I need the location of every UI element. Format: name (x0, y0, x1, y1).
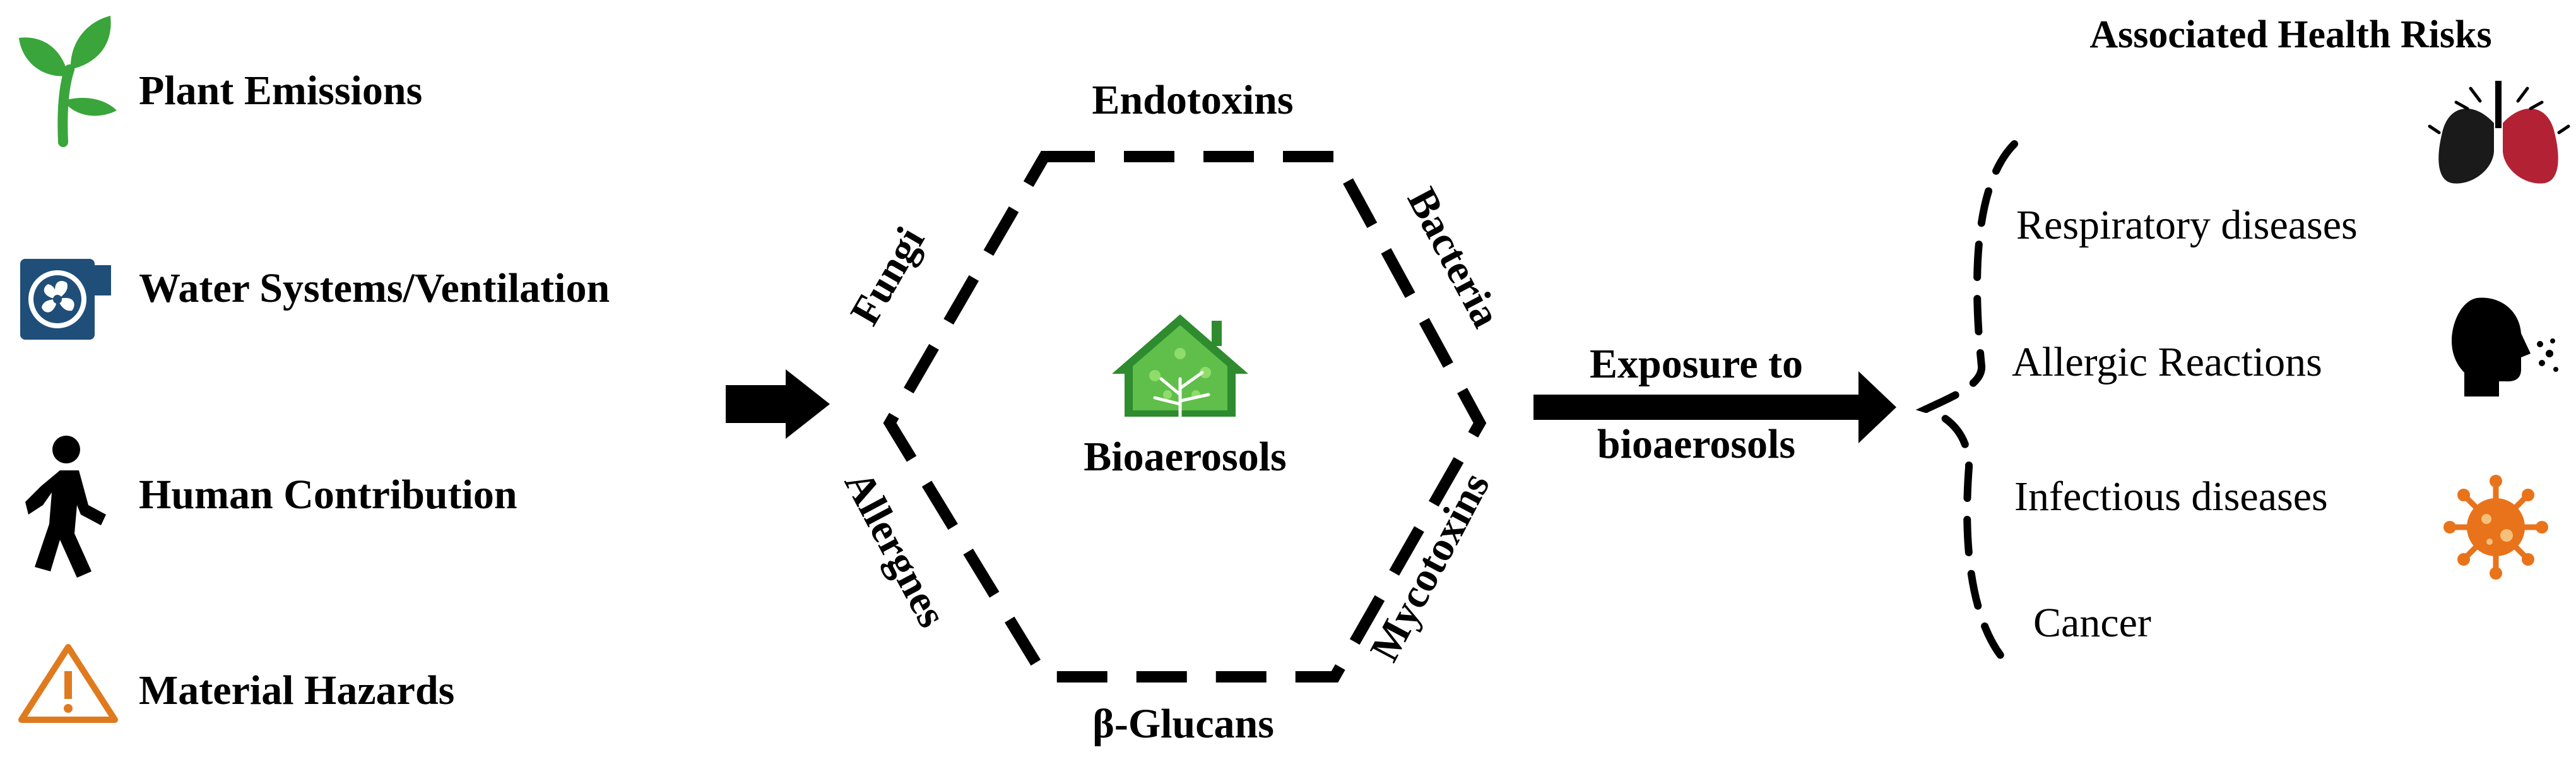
hexagon-center-label: Bioaerosols (1084, 434, 1286, 480)
hexagon-label-top-right: Bacteria (1398, 181, 1510, 335)
risk-label-cancer: Cancer (2033, 600, 2151, 646)
exposure-label-line2: bioaerosols (1597, 421, 1795, 467)
sprout-icon (19, 16, 117, 147)
source-label-human: Human Contribution (139, 472, 517, 518)
source-label-water: Water Systems/Ventilation (139, 265, 610, 311)
risks-title: Associated Health Risks (2089, 13, 2491, 56)
source-label-material: Material Hazards (139, 667, 454, 713)
hexagon-label-bottom: β-Glucans (1092, 701, 1274, 747)
lungs-icon (2428, 81, 2570, 184)
risk-label-allergic: Allergic Reactions (2012, 339, 2322, 385)
tree-house-icon (1112, 314, 1248, 419)
risk-label-infectious: Infectious diseases (2014, 474, 2328, 520)
risks-brace (1915, 140, 2018, 672)
sneezing-head-icon (2452, 297, 2558, 396)
source-label-plant: Plant Emissions (139, 68, 422, 114)
ventilation-fan-icon (20, 259, 111, 340)
risk-label-respiratory: Respiratory diseases (2016, 202, 2358, 248)
input-arrow (726, 369, 830, 439)
warning-triangle-icon (18, 644, 118, 723)
exposure-label-line1: Exposure to (1590, 341, 1803, 387)
hexagon-outline (883, 151, 1487, 683)
walking-person-icon (25, 436, 106, 578)
exposure-arrow (1533, 371, 1896, 443)
virus-icon (2443, 475, 2548, 580)
hexagon-label-top: Endotoxins (1092, 77, 1293, 123)
hexagon-label-top-left: Fungi (842, 220, 934, 333)
hexagon-label-bottom-right: Mycotoxins (1361, 465, 1499, 669)
hexagon-label-bottom-left: Allergnes (836, 464, 955, 635)
